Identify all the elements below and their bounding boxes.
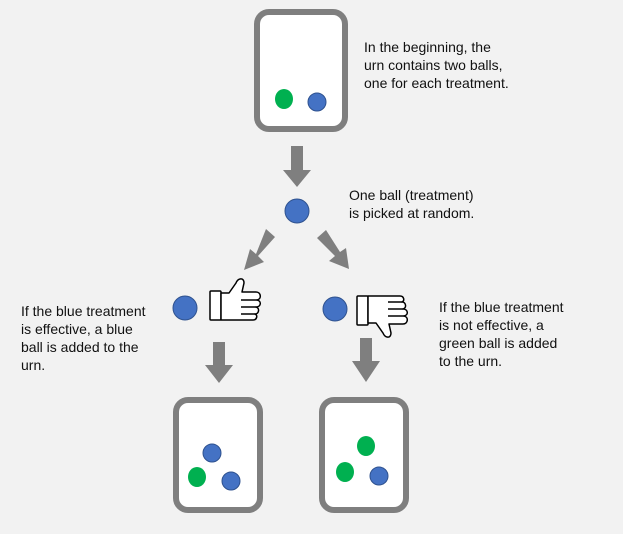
label-not-effective: If the blue treatment is not effective, … (439, 299, 564, 369)
urn-effective-green-ball (188, 467, 206, 487)
arrow-to-effective-branch (244, 229, 275, 270)
picked-blue-ball (284, 198, 310, 224)
urn-not-effective-blue-ball (369, 466, 389, 486)
arrow-down-to-effective-urn (205, 342, 233, 383)
urn-effective-blue-ball (202, 443, 222, 463)
label-effective: If the blue treatment is effective, a bl… (21, 303, 146, 373)
urn-effective-blue-ball (221, 471, 241, 491)
arrow-to-not-effective-branch (317, 230, 349, 269)
urn-start (254, 9, 348, 132)
thumbs-up-icon (209, 278, 262, 321)
not-effective-blue-ball (322, 296, 348, 322)
urn-start-blue-ball (307, 92, 327, 112)
urn-not-effective-green-ball (357, 436, 375, 456)
urn-start-green-ball (275, 89, 293, 109)
thumbs-down-icon (356, 295, 409, 338)
urn-not-effective-green-ball (336, 462, 354, 482)
arrow-down-from-start-urn (283, 146, 311, 187)
effective-blue-ball (172, 295, 198, 321)
label-start: In the beginning, the urn contains two b… (364, 39, 509, 91)
label-pick: One ball (treatment) is picked at random… (349, 187, 475, 221)
arrow-down-to-not-effective-urn (352, 338, 380, 382)
